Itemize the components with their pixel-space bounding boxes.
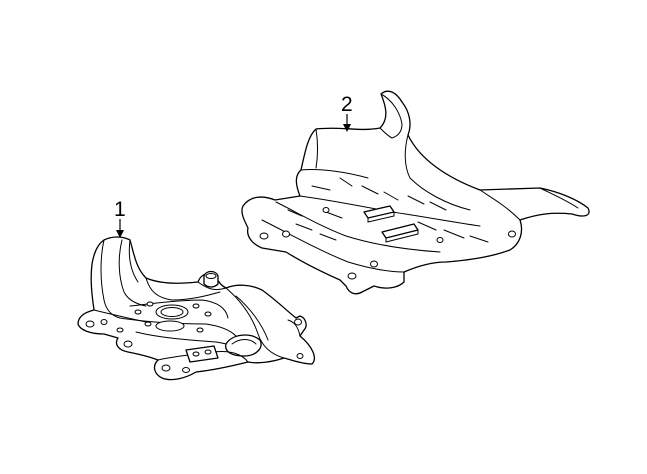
- callout-label-1: 1: [114, 198, 126, 221]
- part-2-shield: [241, 90, 590, 295]
- arrowhead-2: [343, 124, 351, 132]
- callout-2: 2: [341, 93, 353, 132]
- callout-label-2: 2: [341, 93, 353, 116]
- callout-1: 1: [114, 198, 126, 238]
- arrowhead-1: [116, 230, 124, 238]
- part-1-shield: [77, 236, 315, 381]
